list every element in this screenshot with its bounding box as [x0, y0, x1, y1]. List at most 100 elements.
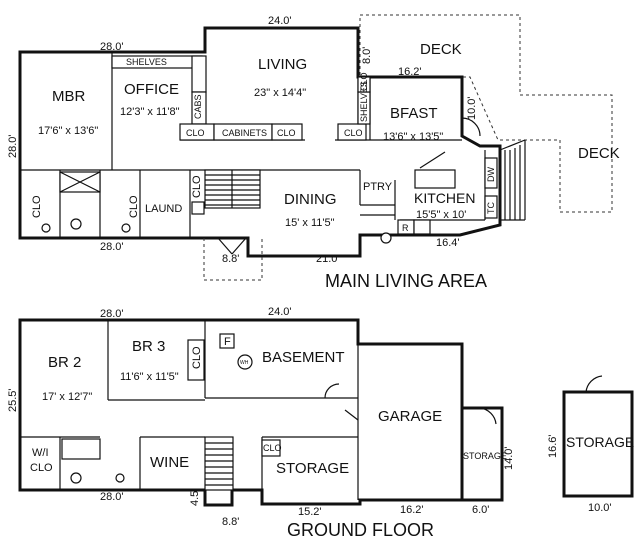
office-label: OFFICE	[124, 81, 179, 98]
sink-ground-icon	[115, 473, 125, 483]
furnace-label: F	[224, 336, 231, 348]
dining-size: 15' x 11'5"	[285, 217, 335, 229]
clo-mbr-right-label: CLO	[128, 195, 140, 218]
bfast-label: BFAST	[390, 105, 438, 122]
entry-door-swing	[217, 237, 247, 255]
clo-left-label: CLO	[186, 128, 205, 138]
main-stairs	[204, 169, 261, 209]
dim-deck-width: 16.2'	[398, 66, 422, 78]
br3-size: 11'6" x 11'5"	[120, 371, 179, 383]
main-floor-title: MAIN LIVING AREA	[325, 271, 487, 291]
deck-right-label: DECK	[578, 145, 620, 162]
wine-label: WINE	[150, 454, 189, 471]
entry-outline	[203, 238, 263, 281]
ground-dimensions: 28.0' 24.0' 25.5' 28.0' 4.5' 8.8' 15.2' …	[7, 306, 612, 528]
clo-laundry-label: CLO	[191, 175, 203, 198]
range-label: R	[402, 223, 409, 233]
dining-label: DINING	[284, 191, 337, 208]
basement-label: BASEMENT	[262, 349, 345, 366]
kitchen-island	[414, 169, 456, 189]
shelves-label: SHELVES	[126, 57, 167, 67]
water-heater-icon	[237, 354, 253, 370]
tc-label: TC	[486, 202, 496, 214]
dim-entry: 8.8'	[222, 253, 239, 265]
laundry-label: LAUND	[145, 203, 182, 215]
small-storage-door-swing	[479, 407, 497, 425]
kitchen-sink-slash	[419, 151, 446, 169]
mbr-size: 17'6" x 13'6"	[38, 125, 98, 137]
shower-cross	[59, 171, 101, 193]
dim-garage-bottom: 16.2'	[400, 504, 424, 516]
dishwasher-box	[484, 157, 498, 189]
basement-door-swing	[324, 383, 340, 399]
dw-label: DW	[486, 167, 496, 182]
br2-label: BR 2	[48, 354, 81, 371]
ground-stairs	[204, 436, 234, 491]
bfast-size: 13'6" x 13'5"	[383, 131, 443, 143]
deck-upper-label: DECK	[420, 41, 462, 58]
dim-bfast-side: 10.0'	[466, 96, 478, 120]
dim-stair-bottom: 8.8'	[222, 516, 239, 528]
br3-label: BR 3	[132, 338, 165, 355]
toilet-center-icon	[70, 218, 82, 230]
dim-main-bottom-right: 16.4'	[436, 237, 460, 249]
dim-ground-top-left: 28.0'	[100, 308, 124, 320]
dim-storage-bottom: 15.2'	[298, 506, 322, 518]
dim-main-top-living: 24.0'	[268, 15, 292, 27]
detached-storage-wall	[562, 390, 634, 498]
living-label: LIVING	[258, 56, 307, 73]
mbr-label: MBR	[52, 88, 86, 105]
laundry-machine	[191, 201, 205, 215]
bathtub-box	[61, 438, 101, 460]
toilet-right-icon	[121, 223, 131, 233]
furnace-box	[219, 333, 235, 349]
dim-storage-small-side: 14.0'	[503, 446, 515, 470]
garage-label: GARAGE	[378, 408, 442, 425]
main-dimensions: 28.0' 24.0' 28.0' 28.0' 21.0' 16.4' 8.8'…	[7, 15, 478, 265]
clo-ground-label: CLO	[263, 443, 282, 453]
water-heater-label: WH	[240, 360, 249, 366]
br2-size: 17' x 12'7"	[42, 391, 92, 403]
clo-v-ground-label: CLO	[191, 346, 203, 369]
dim-main-top-left: 28.0'	[100, 41, 124, 53]
ground-floor-title: GROUND FLOOR	[287, 520, 434, 540]
main-room-labels: MBR 17'6" x 13'6" OFFICE 12'3" x 11'8" L…	[31, 41, 620, 233]
trash-compactor-box	[484, 195, 498, 219]
clo-mbr-left-label: CLO	[31, 195, 43, 218]
storage-label: STORAGE	[276, 460, 349, 477]
dim-ground-top-right: 24.0'	[268, 306, 292, 318]
powder-toilet-icon	[380, 232, 392, 244]
main-floor-plan: MBR 17'6" x 13'6" OFFICE 12'3" x 11'8" L…	[7, 14, 620, 291]
fireplace-box	[191, 55, 207, 93]
dim-ground-left: 25.5'	[7, 388, 19, 412]
clo-v-label: CLO	[359, 72, 369, 91]
clo-bfast-label: CLO	[344, 128, 363, 138]
clo-ground-box	[261, 439, 281, 457]
storage-small-label: STORAGE	[463, 451, 507, 461]
ground-floor-plan: BR 2 17' x 12'7" BR 3 11'6" x 11'5" BASE…	[7, 306, 634, 540]
dim-ground-bottom-left: 28.0'	[100, 491, 124, 503]
wi-clo-line2: CLO	[30, 462, 53, 474]
cabinets-label: CABINETS	[222, 128, 267, 138]
shelves-v-label: SHELVES	[359, 81, 369, 122]
kitchen-size: 15'5" x 10'	[416, 209, 466, 221]
pantry-label: PTRY	[363, 181, 393, 193]
clo-box-right	[271, 123, 303, 141]
dim-main-bottom-center: 21.0'	[316, 253, 340, 265]
dim-storage-small-bottom: 6.0'	[472, 504, 489, 516]
dim-detached-bottom: 10.0'	[588, 502, 612, 514]
clo-v-box	[357, 76, 371, 93]
ground-interior-walls	[20, 320, 359, 500]
clo-right-label: CLO	[277, 128, 296, 138]
dim-deck-side: 8.0'	[361, 47, 373, 64]
office-size: 12'3" x 11'8"	[120, 106, 180, 118]
bfast-door-swing	[461, 117, 481, 137]
living-size: 23" x 14'4"	[254, 87, 306, 99]
storage-detached-label: STORAGE	[566, 434, 634, 450]
dim-detached-side: 16.6'	[547, 434, 559, 458]
dim-main-bottom-left: 28.0'	[100, 241, 124, 253]
clo-box-bfast	[337, 123, 367, 141]
cabs-label: CABS	[193, 94, 203, 119]
ground-exterior-wall	[18, 318, 464, 507]
